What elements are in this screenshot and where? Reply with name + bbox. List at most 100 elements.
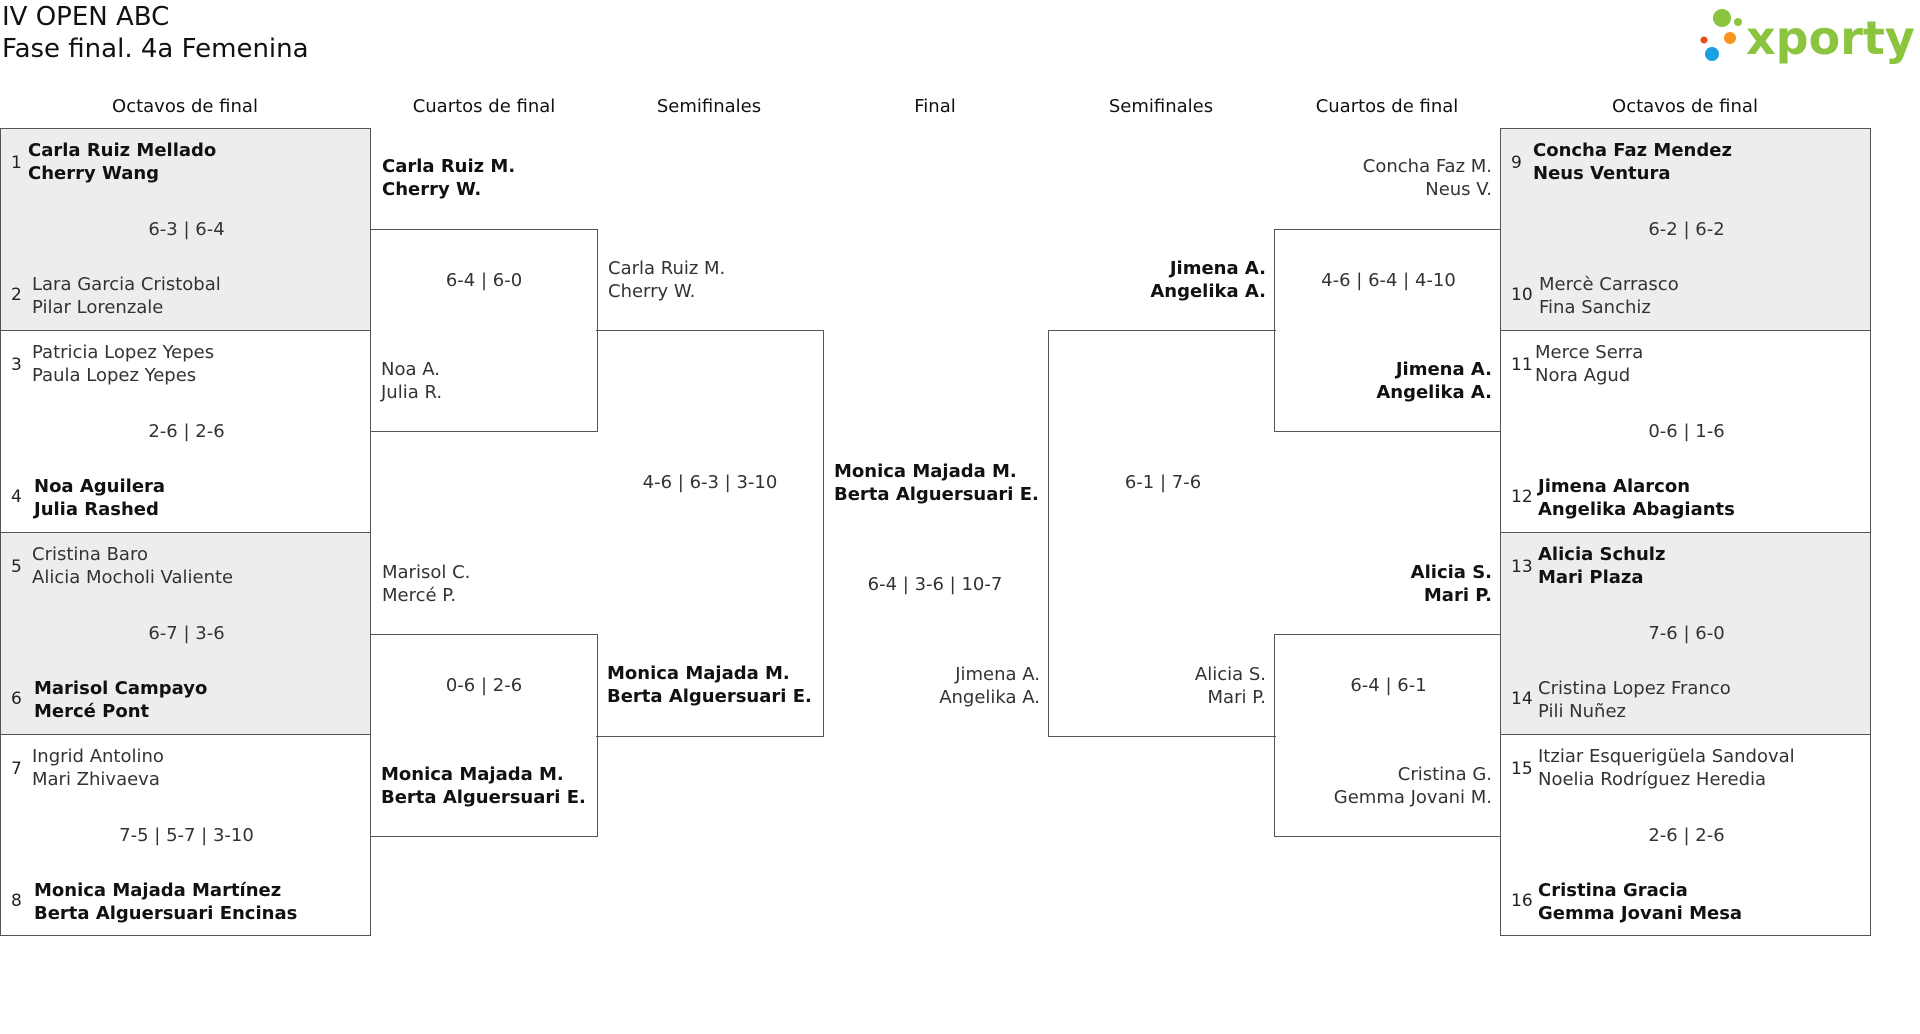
player-name: Merce Serra [1535,342,1644,363]
player-name: Angelika Abagiants [1538,499,1735,520]
player-name: Nora Agud [1535,365,1631,386]
match-right-octavos-3: 13 Alicia Schulz Mari Plaza 7-6 | 6-0 14… [1500,532,1871,735]
match-score: 4-6 | 6-3 | 3-10 [642,472,778,493]
player-name: Alicia Mocholi Valiente [32,567,234,588]
player-name: Patricia Lopez Yepes [32,342,215,363]
round-header-left-octavos: Octavos de final [112,96,258,117]
match-score: 2-6 | 2-6 [148,421,225,442]
seed-number: 2 [11,285,22,305]
player-name: Mari Plaza [1538,567,1644,588]
round-header-right-octavos: Octavos de final [1612,96,1758,117]
player-name: Noa Aguilera [34,476,166,497]
player-name: Jimena Alarcon [1538,476,1691,497]
seed-number: 6 [11,689,22,709]
seed-number: 11 [1511,355,1533,375]
match-score: 6-7 | 3-6 [148,623,225,644]
match-score: 6-4 | 6-0 [445,270,523,291]
player-name: Ingrid Antolino [32,746,164,767]
player-name: Neus V. [1425,179,1492,200]
match-score: 6-1 | 7-6 [1124,472,1202,493]
round-header-right-semis: Semifinales [1108,96,1214,117]
player-name: Marisol C. [382,562,471,583]
match-right-octavos-2: 11 Merce Serra Nora Agud 0-6 | 1-6 12 Ji… [1500,330,1871,533]
xporty-logo[interactable]: xporty [1700,4,1920,70]
seed-number: 9 [1511,153,1522,173]
seed-number: 1 [11,153,22,173]
player-name: Monica Majada M. [834,461,1017,482]
match-score: 6-4 | 3-6 | 10-7 [867,574,1003,595]
player-name: Pilar Lorenzale [32,297,164,318]
player-name: Cherry W. [608,281,696,302]
player-name: Berta Alguersuari E. [381,787,586,808]
match-score: 7-6 | 6-0 [1648,623,1725,644]
player-name: Angelika A. [1376,382,1492,403]
player-name: Paula Lopez Yepes [32,365,197,386]
player-name: Mari Zhivaeva [32,769,160,790]
match-score: 6-3 | 6-4 [148,219,225,240]
match-left-octavos-1: 1 Carla Ruiz Mellado Cherry Wang 6-3 | 6… [0,128,371,331]
player-name: Berta Alguersuari Encinas [34,903,298,924]
player-name: Jimena A. [955,664,1040,685]
player-name: Mercé P. [382,585,457,606]
player-name: Gemma Jovani M. [1333,787,1492,808]
player-name: Marisol Campayo [34,678,208,699]
logo-text: xporty [1746,11,1915,65]
player-name: Julia Rashed [34,499,159,520]
player-name: Carla Ruiz M. [382,156,516,177]
player-name: Mari P. [1207,687,1266,708]
player-name: Alicia S. [1194,664,1266,685]
seed-number: 8 [11,891,22,911]
player-name: Carla Ruiz Mellado [28,140,217,161]
round-header-final: Final [914,96,956,117]
player-name: Lara Garcia Cristobal [32,274,221,295]
player-name: Monica Majada M. [381,764,564,785]
player-name: Pili Nuñez [1538,701,1626,722]
player-name: Monica Majada Martínez [34,880,282,901]
match-score: 6-4 | 6-1 [1350,675,1427,696]
player-name: Angelika A. [1150,281,1266,302]
seed-number: 16 [1511,891,1533,911]
seed-number: 4 [11,487,22,507]
player-name: Jimena A. [1395,359,1492,380]
seed-number: 12 [1511,487,1533,507]
match-right-semi: 6-1 | 7-6 [1048,330,1276,737]
match-right-octavos-4: 15 Itziar Esquerigüela Sandoval Noelia R… [1500,734,1871,936]
seed-number: 7 [11,759,22,779]
player-name: Mercé Pont [34,701,150,722]
round-header-left-semis: Semifinales [656,96,762,117]
round-header-left-cuartos: Cuartos de final [412,96,556,117]
match-left-cuartos-1: 6-4 | 6-0 Noa A. Julia R. [370,229,598,432]
player-name: Cherry W. [382,179,482,200]
round-header-right-cuartos: Cuartos de final [1315,96,1459,117]
match-score: 2-6 | 2-6 [1648,825,1725,846]
player-name: Berta Alguersuari E. [834,484,1039,505]
player-name: Fina Sanchiz [1539,297,1651,318]
player-name: Cristina Gracia [1538,880,1688,901]
player-name: Julia R. [381,382,443,403]
player-name: Noa A. [381,359,440,380]
seed-number: 10 [1511,285,1533,305]
match-score: 0-6 | 2-6 [445,675,523,696]
player-name: Mari P. [1423,585,1492,606]
match-left-octavos-4: 7 Ingrid Antolino Mari Zhivaeva 7-5 | 5-… [0,734,371,936]
player-name: Monica Majada M. [607,663,790,684]
player-name: Neus Ventura [1533,163,1671,184]
player-name: Cristina G. [1397,764,1492,785]
player-name: Carla Ruiz M. [608,258,726,279]
player-name: Angelika A. [939,687,1040,708]
tournament-subtitle: Fase final. 4a Femenina [2,34,309,64]
player-name: Noelia Rodríguez Heredia [1538,769,1767,790]
match-score: 6-2 | 6-2 [1648,219,1725,240]
match-right-cuartos-2: 6-4 | 6-1 Cristina G. Gemma Jovani M. [1274,634,1501,837]
seed-number: 14 [1511,689,1533,709]
player-name: Itziar Esquerigüela Sandoval [1538,746,1795,767]
match-right-octavos-1: 9 Concha Faz Mendez Neus Ventura 6-2 | 6… [1500,128,1871,331]
xporty-logo-icon: xporty [1700,9,1915,65]
match-score: 4-6 | 6-4 | 4-10 [1321,270,1456,291]
seed-number: 13 [1511,557,1533,577]
match-score: 7-5 | 5-7 | 3-10 [119,825,254,846]
player-name: Gemma Jovani Mesa [1538,903,1743,924]
player-name: Alicia Schulz [1538,544,1666,565]
tournament-title: IV OPEN ABC [2,2,170,32]
seed-number: 3 [11,355,22,375]
